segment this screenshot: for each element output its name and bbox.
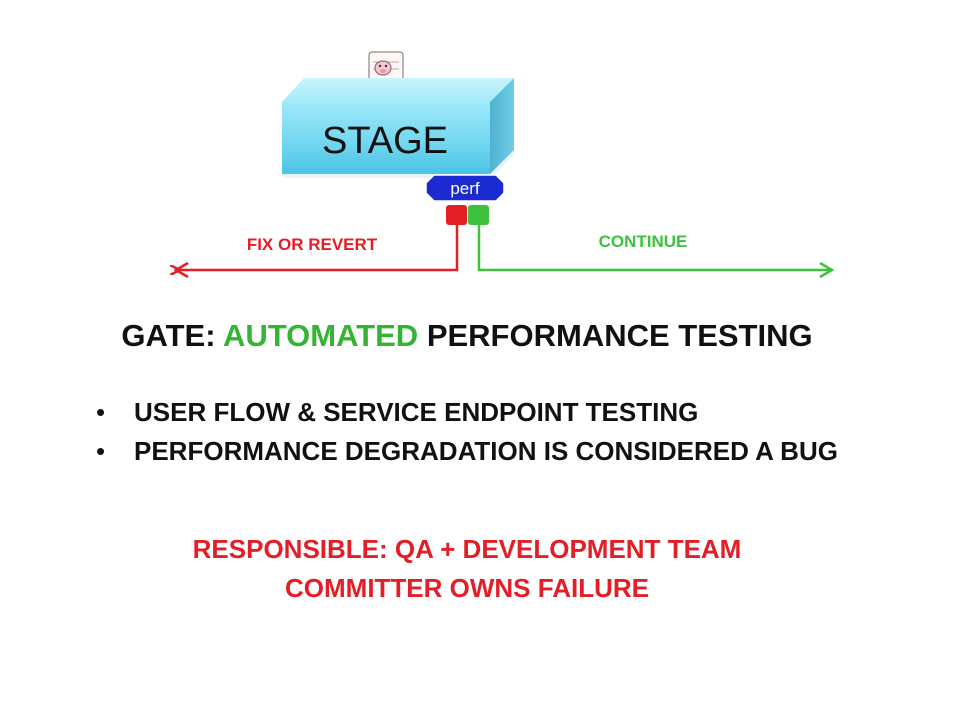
slide-title: GATE: AUTOMATED PERFORMANCE TESTING: [0, 318, 934, 354]
fail-label: FIX OR REVERT: [247, 235, 378, 254]
title-prefix: GATE:: [121, 318, 216, 353]
pass-arrowhead: [819, 261, 835, 279]
pipeline-diagram: STAGE perf FIX OR REVERT CONTINUE: [0, 51, 835, 279]
bullet-item: USER FLOW & SERVICE ENDPOINT TESTING: [96, 393, 838, 432]
fail-path-arrow: [178, 225, 459, 270]
bullet-list: USER FLOW & SERVICE ENDPOINT TESTING PER…: [96, 393, 838, 471]
ownership-line: COMMITTER OWNS FAILURE: [285, 573, 649, 603]
gate-label: perf: [450, 179, 480, 198]
perf-gate-badge: perf: [425, 174, 505, 202]
pass-label: CONTINUE: [599, 232, 688, 251]
responsible-line: RESPONSIBLE: QA + DEVELOPMENT TEAM: [192, 534, 742, 564]
bullet-item: PERFORMANCE DEGRADATION IS CONSIDERED A …: [96, 432, 838, 471]
pass-status-square: [468, 205, 489, 225]
title-suffix: PERFORMANCE TESTING: [426, 318, 813, 353]
fail-status-square: [446, 205, 467, 225]
title-highlight: AUTOMATED: [223, 318, 419, 353]
fail-arrowhead: [173, 261, 189, 279]
stage-box: STAGE: [282, 78, 514, 178]
pass-path-arrow: [477, 225, 830, 272]
stage-label: STAGE: [322, 120, 448, 162]
